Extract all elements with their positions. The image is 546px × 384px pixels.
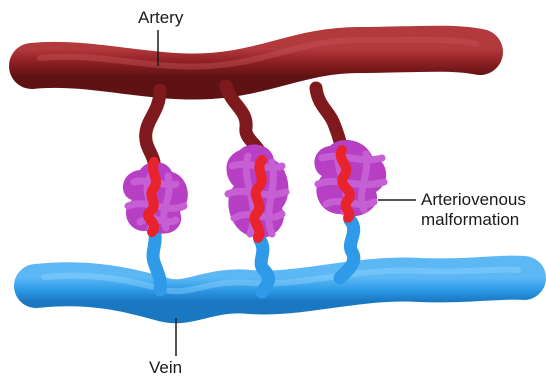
avm-label: Arteriovenous malformation [421, 190, 526, 230]
avm-label-line-1: Arteriovenous [421, 190, 526, 210]
artery-vessel [32, 40, 480, 77]
vein-vessel [36, 270, 524, 302]
vein-label: Vein [149, 358, 182, 378]
avm-nidus-right [314, 88, 386, 278]
avm-label-line-2: malformation [421, 210, 526, 230]
avm-nidus-middle [226, 86, 288, 292]
artery-label: Artery [138, 8, 183, 28]
avm-nidus-left [123, 90, 188, 290]
